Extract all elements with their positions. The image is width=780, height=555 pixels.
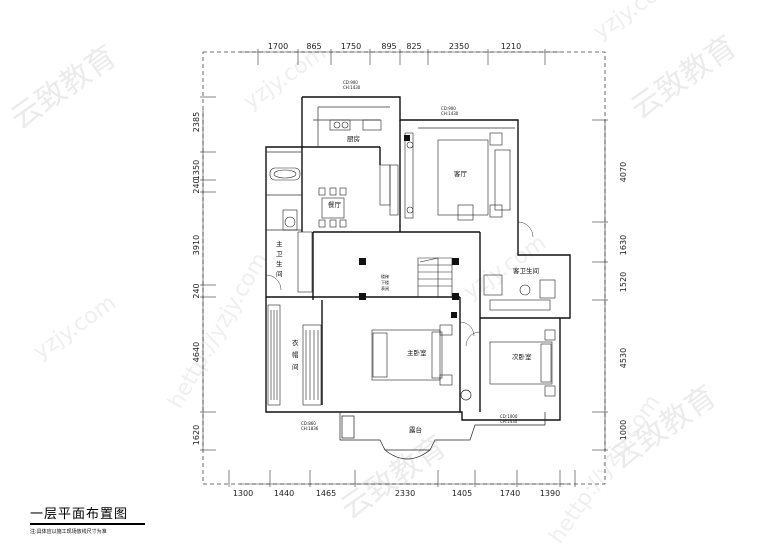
room-label-second-bedroom: 次卧室: [512, 352, 532, 361]
room-label-wardrobe: 帽: [292, 350, 299, 359]
terrace: [339, 389, 546, 460]
room-label-wardrobe: 衣: [292, 338, 299, 347]
dim-label: 1405: [452, 489, 472, 498]
plan-title: 一层平面布置图: [30, 507, 129, 522]
guest-bath-fixtures: [483, 274, 556, 311]
stair-note: 表阅: [381, 285, 389, 291]
kitchen-counters: [329, 119, 399, 216]
stair-note: 下楼: [381, 279, 389, 285]
dim-label: 825: [406, 42, 421, 51]
bottom-dimensions: 1300 1440 1465 2330 1405 1740 1390: [233, 489, 560, 498]
dining-table: [318, 187, 347, 228]
watermark-text: 云致教育: [335, 429, 453, 526]
room-label-master-bedroom: 主卧室: [407, 348, 427, 357]
opening-cd: CD:860: [301, 421, 316, 426]
watermark-text: yzjy.com: [589, 0, 681, 45]
dim-label: 1620: [192, 425, 201, 445]
dim-label: 1630: [619, 235, 628, 255]
dim-label: 4530: [619, 348, 628, 368]
room-label-kitchen: 厨房: [347, 134, 360, 143]
dim-label: 240: [192, 283, 201, 298]
dim-label: 1465: [316, 489, 336, 498]
room-labels: 厨房 客厅 餐厅 主 卫 生 间 衣 帽 间 主卧室 次卧室 客卫生间 露台 楼…: [276, 134, 539, 434]
room-label-master-bath: 主: [276, 239, 283, 248]
dim-label: 2330: [395, 489, 415, 498]
dim-label: 1300: [233, 489, 253, 498]
dim-label: 1000: [619, 420, 628, 440]
structural-columns: [359, 135, 459, 318]
watermark: 云致教育 云致教育 云致教育 云致教育 yzjy.com yzjy.com yz…: [5, 0, 743, 548]
dim-label: 865: [306, 42, 321, 51]
opening-ch: CH:1430: [343, 85, 361, 90]
dim-label: 1520: [619, 272, 628, 292]
room-label-wardrobe: 间: [292, 363, 299, 371]
doors: [265, 221, 534, 347]
room-label-master-bath: 卫: [276, 250, 283, 258]
watermark-text: 云致教育: [5, 39, 123, 136]
dim-label: 1440: [274, 489, 294, 498]
room-label-dining: 餐厅: [328, 200, 342, 209]
dim-label: 4640: [192, 342, 201, 362]
dim-label: 1350: [192, 160, 201, 180]
dim-label: 1210: [501, 42, 521, 51]
watermark-text: yzjy.com: [239, 40, 331, 115]
title-underline: [30, 523, 145, 525]
plan-note: 注:具体应以施工现场放线尺寸为准: [30, 529, 107, 535]
opening-ch: CH:1430: [500, 419, 518, 424]
master-bath-fixtures: [269, 167, 313, 293]
dim-label: 1740: [500, 489, 520, 498]
dim-label: 1700: [268, 42, 288, 51]
inner-walls: [266, 106, 515, 231]
room-label-guest-bath: 客卫生间: [513, 266, 539, 275]
top-dimensions: 1700 865 1750 895 825 2350 1210: [268, 42, 521, 51]
dim-label: 2385: [192, 112, 201, 132]
walls: [265, 96, 571, 421]
opening-cd: CD:900: [441, 106, 456, 111]
stair-note: 楼梯: [381, 273, 389, 279]
dim-label: 1390: [540, 489, 560, 498]
opening-ch: CH:1430: [441, 111, 459, 116]
room-label-terrace: 露台: [409, 425, 422, 434]
opening-ch: CH:1836: [301, 426, 319, 431]
living-room-furniture: [404, 132, 511, 221]
dim-label: 2350: [449, 42, 469, 51]
dim-label: 4070: [619, 162, 628, 182]
right-dimensions: 4070 1630 1520 4530 1000: [619, 162, 628, 440]
dimension-lines: [200, 49, 608, 487]
wardrobe-fixtures: [267, 304, 322, 406]
dim-label: 895: [381, 42, 396, 51]
opening-cd: CD:900: [343, 80, 358, 85]
watermark-text: 云致教育: [625, 29, 743, 126]
room-label-master-bath: 生: [276, 259, 283, 268]
left-dimensions: 2385 1350 240 3910 240 4640 1620: [192, 112, 201, 445]
dim-label: 240: [192, 178, 201, 193]
opening-tags: CD:900 CH:1430 CD:900 CH:1430 CD:860 CH:…: [301, 80, 518, 431]
staircase: [417, 257, 453, 298]
room-label-master-bath: 间: [276, 270, 283, 278]
dim-label: 3910: [192, 235, 201, 255]
watermark-text: hettp://yzjy.com: [164, 249, 273, 413]
watermark-text: yzjy.com: [29, 290, 121, 365]
second-bed: [489, 329, 556, 397]
dim-label: 1750: [341, 42, 361, 51]
room-label-living: 客厅: [454, 169, 468, 178]
title-block: 一层平面布置图 注:具体应以施工现场放线尺寸为准: [30, 503, 145, 535]
master-bed: [371, 324, 453, 386]
opening-cd: CD:1000: [500, 414, 518, 419]
